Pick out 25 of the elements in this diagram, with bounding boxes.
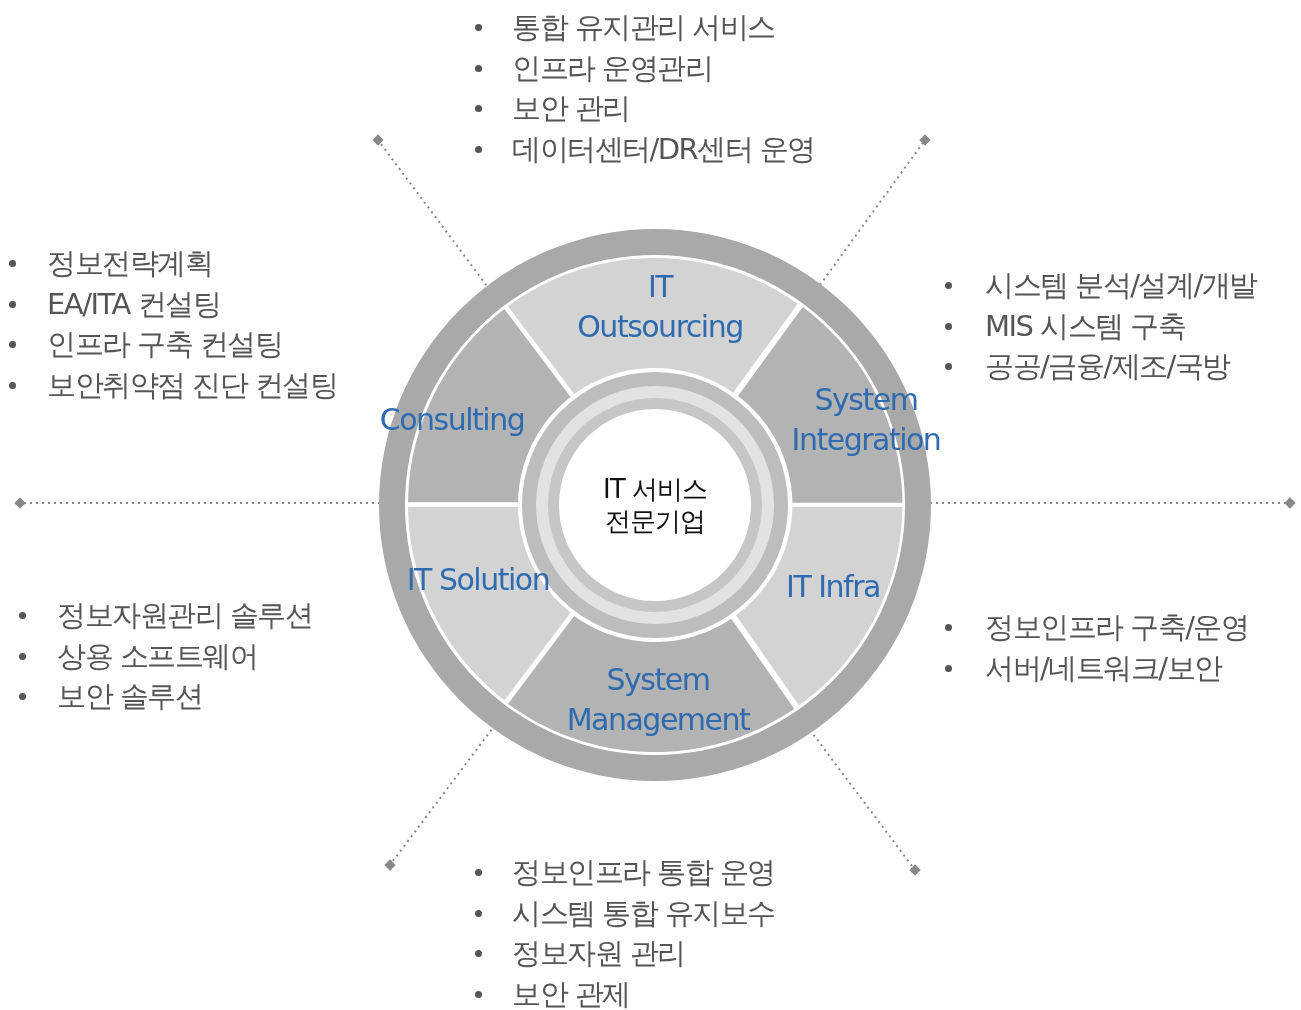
list-item: 시스템 통합 유지보수 [512, 895, 775, 930]
list-item: 시스템 분석/설계/개발 [985, 268, 1257, 302]
list-item: 서버/네트워크/보안 [985, 650, 1222, 685]
list-item: 정보전략계획 [47, 246, 212, 280]
list-item: 보안 솔루션 [57, 679, 203, 713]
segment-label: System Management [565, 661, 751, 739]
list-item: 보안취약점 진단 컨설팅 [47, 367, 338, 402]
list-item: MIS 시스템 구축 [985, 308, 1186, 343]
list-item: 정보인프라 통합 운영 [512, 855, 775, 889]
list-item: 인프라 구축 컨설팅 [47, 327, 283, 361]
list-item: 보안 관리 [512, 91, 630, 125]
list-item: 정보인프라 구축/운영 [985, 610, 1249, 644]
segment-label: IT Infra [785, 568, 881, 606]
segment-label: IT Outsourcing [576, 268, 744, 346]
center-label: IT 서비스 전문기업 [602, 473, 708, 537]
list-item: 상용 소프트웨어 [57, 638, 258, 673]
segment-label: IT Solution [405, 561, 551, 599]
list-item: 정보자원 관리 [512, 936, 685, 970]
list-item: 보안 관제 [512, 976, 630, 1010]
list-item: 인프라 운영관리 [512, 50, 713, 85]
list-item: 통합 유지관리 서비스 [512, 10, 775, 44]
list-item: 정보자원관리 솔루션 [57, 598, 313, 632]
list-item: 공공/금융/제조/국방 [985, 349, 1230, 383]
list-item: 데이터센터/DR센터 운영 [512, 131, 815, 166]
list-item: EA/ITA 컨설팅 [47, 286, 220, 321]
